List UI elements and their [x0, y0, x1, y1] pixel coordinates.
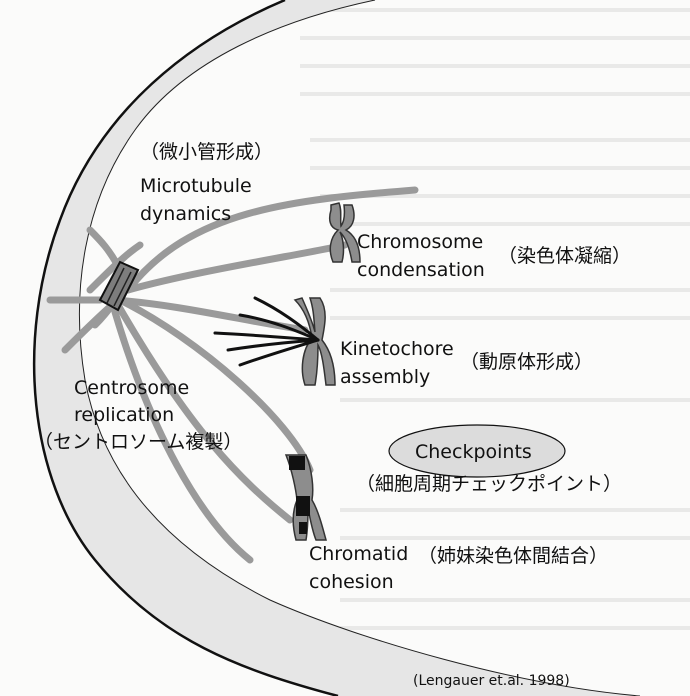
label-microtubule-jp: （微小管形成） [140, 141, 273, 163]
chromosome-cohesion [286, 455, 326, 540]
label-kinetochore-en-2: assembly [340, 366, 430, 388]
label-cohesion-en-1: Chromatid [309, 543, 408, 565]
label-kinetochore-jp: （動原体形成） [460, 351, 593, 373]
background-text-lines [300, 10, 690, 628]
label-checkpoints-jp: （細胞周期チェックポイント） [356, 473, 622, 495]
label-cohesion-jp: （姉妹染色体間結合） [418, 545, 608, 567]
label-microtubule-en-2: dynamics [140, 203, 231, 225]
label-centrosome-en-1: Centrosome [74, 377, 189, 399]
label-chromosome-jp: （染色体凝縮） [498, 245, 631, 267]
label-centrosome-en-2: replication [74, 404, 174, 426]
label-kinetochore-en-1: Kinetochore [340, 338, 454, 360]
label-cohesion-en-2: cohesion [309, 571, 394, 593]
label-checkpoints-en: Checkpoints [415, 441, 532, 463]
label-chromosome-en-1: Chromosome [357, 231, 483, 253]
citation: (Lengauer et.al. 1998) [413, 673, 570, 689]
label-microtubule-en-1: Microtubule [140, 175, 252, 197]
label-chromosome-en-2: condensation [357, 259, 485, 281]
label-centrosome-jp: （セントロソーム複製） [34, 431, 242, 453]
chromosome-condensation [330, 203, 360, 262]
